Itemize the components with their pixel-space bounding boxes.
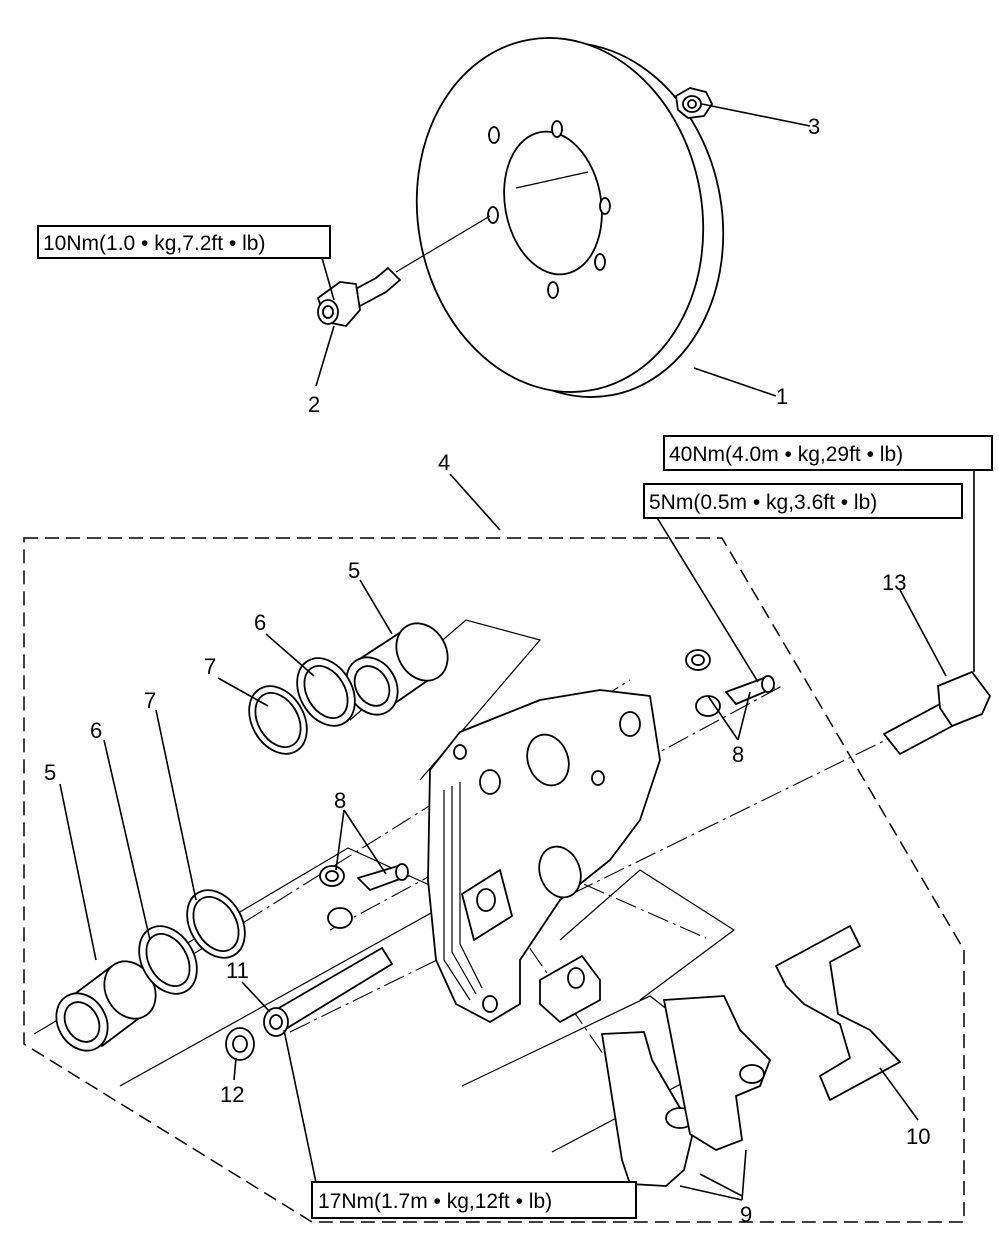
callout-9: 9	[740, 1202, 752, 1227]
callout-4: 4	[438, 450, 450, 475]
caliper-bolt	[883, 671, 991, 755]
torque-label-pin-11: 17Nm(1.7m • kg,12ft • lb)	[318, 1190, 552, 1213]
callout-11: 11	[226, 958, 249, 983]
piston-left	[55, 960, 157, 1052]
callout-6-left: 6	[90, 718, 102, 743]
callout-3: 3	[808, 114, 820, 139]
callout-5-right: 5	[348, 558, 360, 583]
pad-spring	[775, 925, 901, 1101]
callout-2: 2	[308, 392, 320, 417]
bleed-screw-left	[319, 863, 409, 929]
torque-label-bolt-13: 40Nm(4.0m • kg,29ft • lb)	[669, 443, 903, 466]
leader-lines	[59, 103, 975, 1201]
disc-nut	[675, 87, 713, 119]
pin-plug	[225, 1027, 255, 1061]
dust-seal-right	[296, 657, 356, 727]
brake-disc	[415, 37, 725, 398]
bleed-screw-right	[685, 649, 775, 717]
torque-label-bolt-2: 10Nm(1.0 • kg,7.2ft • lb)	[43, 232, 265, 255]
callout-6-right: 6	[254, 610, 266, 635]
callout-8-left: 8	[334, 788, 346, 813]
disc-bolt	[317, 215, 491, 327]
piston-seal-left	[186, 889, 246, 959]
slide-pin	[263, 947, 393, 1037]
dust-seal-left	[138, 925, 198, 995]
caliper-assembly-outline	[23, 537, 965, 1223]
torque-spec-bleed-8: 5Nm(0.5m • kg,3.6ft • lb)	[643, 483, 963, 519]
torque-label-bleed-8: 5Nm(0.5m • kg,3.6ft • lb)	[649, 491, 877, 514]
torque-spec-pin-11: 17Nm(1.7m • kg,12ft • lb)	[311, 1181, 637, 1219]
callout-5-left: 5	[44, 760, 56, 785]
callout-7-right: 7	[204, 654, 216, 679]
torque-spec-bolt-2: 10Nm(1.0 • kg,7.2ft • lb)	[37, 225, 331, 259]
callout-7-left: 7	[144, 688, 156, 713]
callout-13: 13	[882, 570, 906, 595]
callout-12: 12	[220, 1082, 244, 1107]
callout-numbers: 1 2 3 4 5 5 6 6 7 7 8 8 9 10 11 12 13	[44, 114, 930, 1227]
callout-10: 10	[906, 1124, 930, 1149]
torque-spec-bolt-13: 40Nm(4.0m • kg,29ft • lb)	[663, 435, 993, 471]
brake-pad-rear	[663, 995, 771, 1151]
piston-right	[345, 622, 449, 716]
callout-8-right: 8	[732, 742, 744, 767]
callout-1: 1	[776, 384, 788, 409]
caliper-body	[427, 689, 661, 1023]
